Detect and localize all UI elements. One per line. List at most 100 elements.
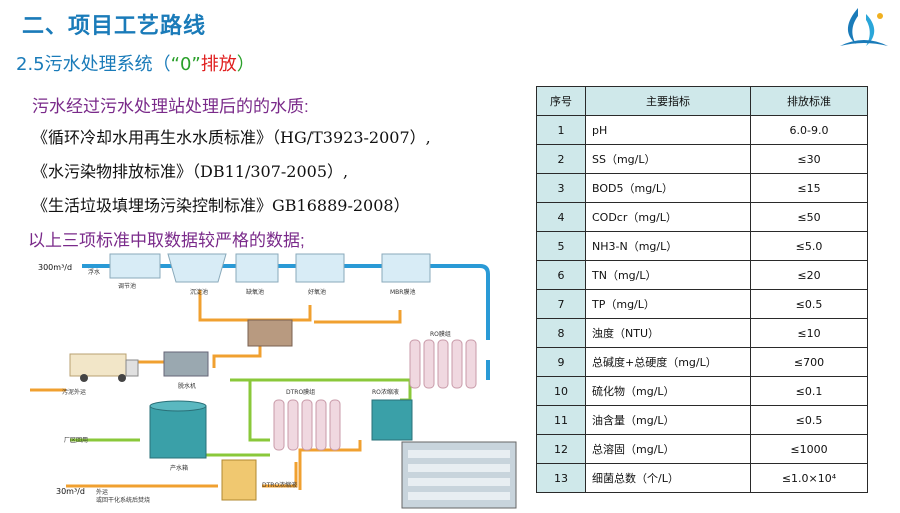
regulating-label: 调节池 [118,282,136,290]
cell-index: 12 [536,434,586,464]
ro-concentrate-tank: RO浓缩液 [371,388,413,441]
section-subtitle: 2.5污水处理系统（“0”排放） [16,50,255,76]
cell-standard: ≤5.0 [750,231,868,261]
standard-line-1: 《循环冷却水用再生水水质标准》（HG/T3923-2007）, [32,128,431,147]
cell-indicator: pH [585,115,751,145]
cell-standard: ≤30 [750,144,868,174]
cell-standard: ≤0.5 [750,289,868,319]
dtro-concentrate-label: DTRO浓缩液 [262,481,297,489]
process-flow-diagram: 300m³/d 30m³/d 浮水 调节池 沉淀池 缺氧池 好氧池 MBR膜池 … [30,253,517,509]
cell-index: 8 [536,318,586,348]
water-drop-logo-icon [840,8,888,46]
aerobic-label: 好氧池 [308,288,326,296]
cell-index: 3 [536,173,586,203]
sludge-truck: 污泥外运 [62,353,139,396]
regulating-tank: 浮水 调节池 [88,253,161,290]
cell-standard: ≤50 [750,202,868,232]
anoxic-label: 缺氧池 [246,288,264,296]
cell-standard: ≤20 [750,260,868,290]
page-title: 二、项目工艺路线 [22,14,207,39]
subtitle-emphasis: 排放 [200,54,237,75]
cell-indicator: NH3-N（mg/L） [585,231,751,261]
cell-index: 13 [536,463,586,493]
cell-standard: 6.0-9.0 [750,115,868,145]
cell-standard: ≤1.0×10⁴ [750,463,868,493]
cell-indicator: 硫化物（mg/L） [585,376,751,406]
sludge-out-label: 污泥外运 [62,388,86,396]
cell-index: 5 [536,231,586,261]
equipment-photo [401,441,517,509]
dtro-concentrate-tank: DTRO浓缩液 [221,459,297,501]
cell-indicator: BOD5（mg/L） [585,173,751,203]
mbr-label: MBR膜池 [390,288,415,296]
blue-pipes [82,264,490,380]
column-header-index: 序号 [536,86,586,116]
ro-membrane-unit: RO膜组 [409,330,477,389]
dtro-membrane-unit: DTRO膜组 [273,388,341,451]
float-label: 浮水 [88,268,100,276]
inflow-label: 300m³/d [38,263,72,272]
cell-index: 4 [536,202,586,232]
sludge-tank [247,319,293,347]
settling-label: 沉淀池 [190,288,208,296]
cell-standard: ≤0.5 [750,405,868,435]
cell-standard: ≤0.1 [750,376,868,406]
cell-index: 2 [536,144,586,174]
column-header-indicator: 主要指标 [585,86,751,116]
cell-indicator: 油含量（mg/L） [585,405,751,435]
ro-concentrate-label: RO浓缩液 [372,388,399,396]
aerobic-tank: 好氧池 [295,253,345,296]
external-label-2: 或回干化系统后焚烧 [96,496,150,504]
column-header-standard: 排放标准 [750,86,868,116]
cell-indicator: TN（mg/L） [585,260,751,290]
conclusion-text: 以上三项标准中取数据较严格的数据; [28,231,305,250]
dtro-membrane-label: DTRO膜组 [286,388,315,396]
cell-index: 7 [536,289,586,319]
external-label-1: 外运 [96,488,108,496]
cell-indicator: 总溶固（mg/L） [585,434,751,464]
dewater-label: 脱水机 [178,382,196,390]
cell-indicator: 浊度（NTU） [585,318,751,348]
cell-indicator: 总碱度+总硬度（mg/L） [585,347,751,377]
plant-reuse-label: 厂区回用 [64,437,88,444]
standard-line-2: 《水污染物排放标准》（DB11/307-2005）, [32,162,349,181]
cell-indicator: 细菌总数（个/L） [585,463,751,493]
cell-index: 1 [536,115,586,145]
mbr-tank: MBR膜池 [381,253,431,296]
cell-index: 10 [536,376,586,406]
anoxic-tank: 缺氧池 [235,253,279,296]
product-water-tank: 厂区回用 产水箱 [64,400,207,472]
cell-indicator: CODcr（mg/L） [585,202,751,232]
subtitle-prefix: 2.5污水处理系统（ [16,54,171,75]
outflow-label: 30m³/d [56,487,85,496]
product-tank-label: 产水箱 [170,464,188,472]
settling-tank: 沉淀池 [167,253,227,296]
ro-membrane-label: RO膜组 [430,330,451,338]
subtitle-close: ） [236,54,255,75]
subtitle-quoted: “0” [170,54,201,75]
table-header-row: 序号 主要指标 排放标准 [536,86,868,116]
intro-text: 污水经过污水处理站处理后的的水质: [32,97,309,116]
cell-indicator: SS（mg/L） [585,144,751,174]
cell-standard: ≤700 [750,347,868,377]
cell-indicator: TP（mg/L） [585,289,751,319]
cell-standard: ≤1000 [750,434,868,464]
cell-index: 9 [536,347,586,377]
cell-standard: ≤10 [750,318,868,348]
dewatering-machine: 脱水机 [163,351,209,390]
cell-index: 11 [536,405,586,435]
